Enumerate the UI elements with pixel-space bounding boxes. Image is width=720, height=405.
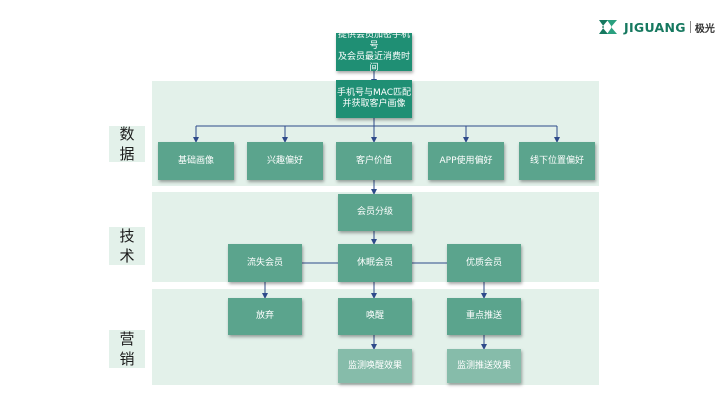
lost-member-node: 流失会员 [228, 244, 302, 282]
abandon-node: 放弃 [228, 298, 302, 335]
source-node: 提供会员加密手机号 及会员最近消费时间 [336, 30, 412, 73]
brand-name: JIGUANG [624, 19, 686, 35]
profile-node-interest: 兴趣偏好 [247, 142, 323, 180]
grading-node: 会员分级 [338, 194, 412, 231]
profile-node-app: APP使用偏好 [428, 142, 504, 180]
push-monitor-node: 监测推送效果 [447, 349, 521, 383]
wake-node: 唤醒 [338, 298, 412, 335]
data-label-char-1: 数 [119, 125, 135, 143]
push-node: 重点推送 [447, 298, 521, 335]
match-node: 手机号与MAC匹配 并获取客户画像 [336, 80, 412, 118]
wake-monitor-node: 监测唤醒效果 [338, 349, 412, 383]
marketing-label-char-2: 销 [119, 350, 135, 368]
marketing-section-label: 营 销 [109, 330, 145, 368]
data-label-char-2: 据 [119, 145, 135, 163]
profile-node-basic: 基础画像 [158, 142, 234, 180]
jiguang-logo-icon [599, 20, 617, 34]
tech-section-label: 技 术 [109, 227, 145, 265]
tech-label-char-2: 术 [119, 247, 135, 265]
data-section-label: 数 据 [109, 125, 145, 163]
marketing-label-char-1: 营 [119, 330, 135, 348]
brand-logo: JIGUANG 极光 [596, 14, 715, 40]
dormant-member-node: 休眠会员 [338, 244, 412, 282]
brand-cn-name: 极光 [694, 23, 715, 35]
profile-node-value: 客户价值 [336, 142, 412, 180]
tech-label-char-1: 技 [119, 227, 135, 245]
profile-node-offline: 线下位置偏好 [519, 142, 595, 180]
logo-divider [689, 21, 691, 33]
premium-member-node: 优质会员 [447, 244, 521, 282]
